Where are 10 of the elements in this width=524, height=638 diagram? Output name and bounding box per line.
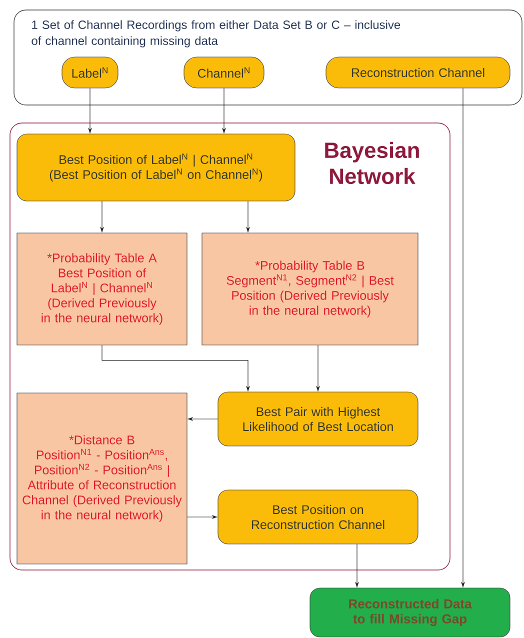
input-pill: Channel$^{N}$	[184, 56, 264, 88]
process-box: Best Position on Reconstruction Channel	[218, 490, 418, 544]
output-box: Reconstructed Data to fill Missing Gap	[310, 588, 510, 638]
process-box: Best Pair with Highest Likelihood of Best Location	[218, 392, 418, 446]
table-box: *Distance B Position$^{N1}$ - Position$^{Ans}$, Position$^{N2}$ - Position$^{Ans}$ | Attribute of Reconstruction Channel (Derived Previously in the neural network)	[16, 392, 188, 564]
table-box: *Probability Table A Best Position of Label$^{N}$ | Channel$^{N}$ (Derived Previously in the neural network)	[16, 232, 188, 346]
process-box: Best Position of Label$^{N}$ | Channel$^{N}$ (Best Position of Label$^{N}$ on Channel$^{N}$)	[16, 134, 296, 202]
input-pill: Label$^{N}$	[62, 56, 118, 88]
table-box: *Probability Table B Segment$^{N1}$, Segment$^{N2}$ | Best Position (Derived Previously in the neural network)	[202, 232, 418, 346]
input-pill: Reconstruction Channel	[326, 56, 510, 88]
